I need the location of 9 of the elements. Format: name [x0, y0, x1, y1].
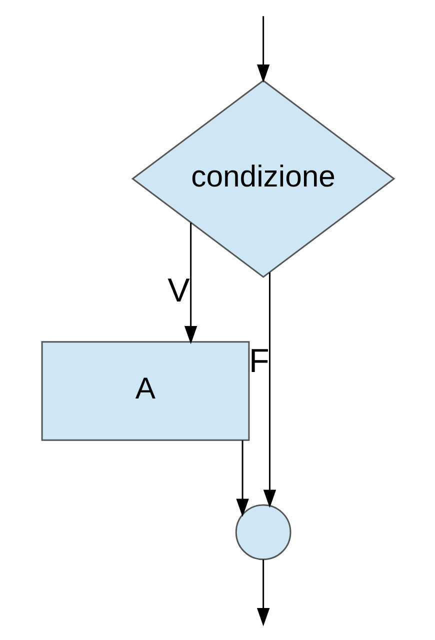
arrow	[262, 272, 276, 508]
arrow	[184, 222, 197, 344]
arrow	[236, 440, 248, 517]
edge-label: F	[248, 342, 269, 380]
node-circle	[234, 504, 291, 560]
arrow	[256, 560, 270, 626]
node-diamond: condizione	[130, 80, 395, 278]
node-box: A	[40, 341, 250, 441]
arrow	[256, 16, 270, 83]
